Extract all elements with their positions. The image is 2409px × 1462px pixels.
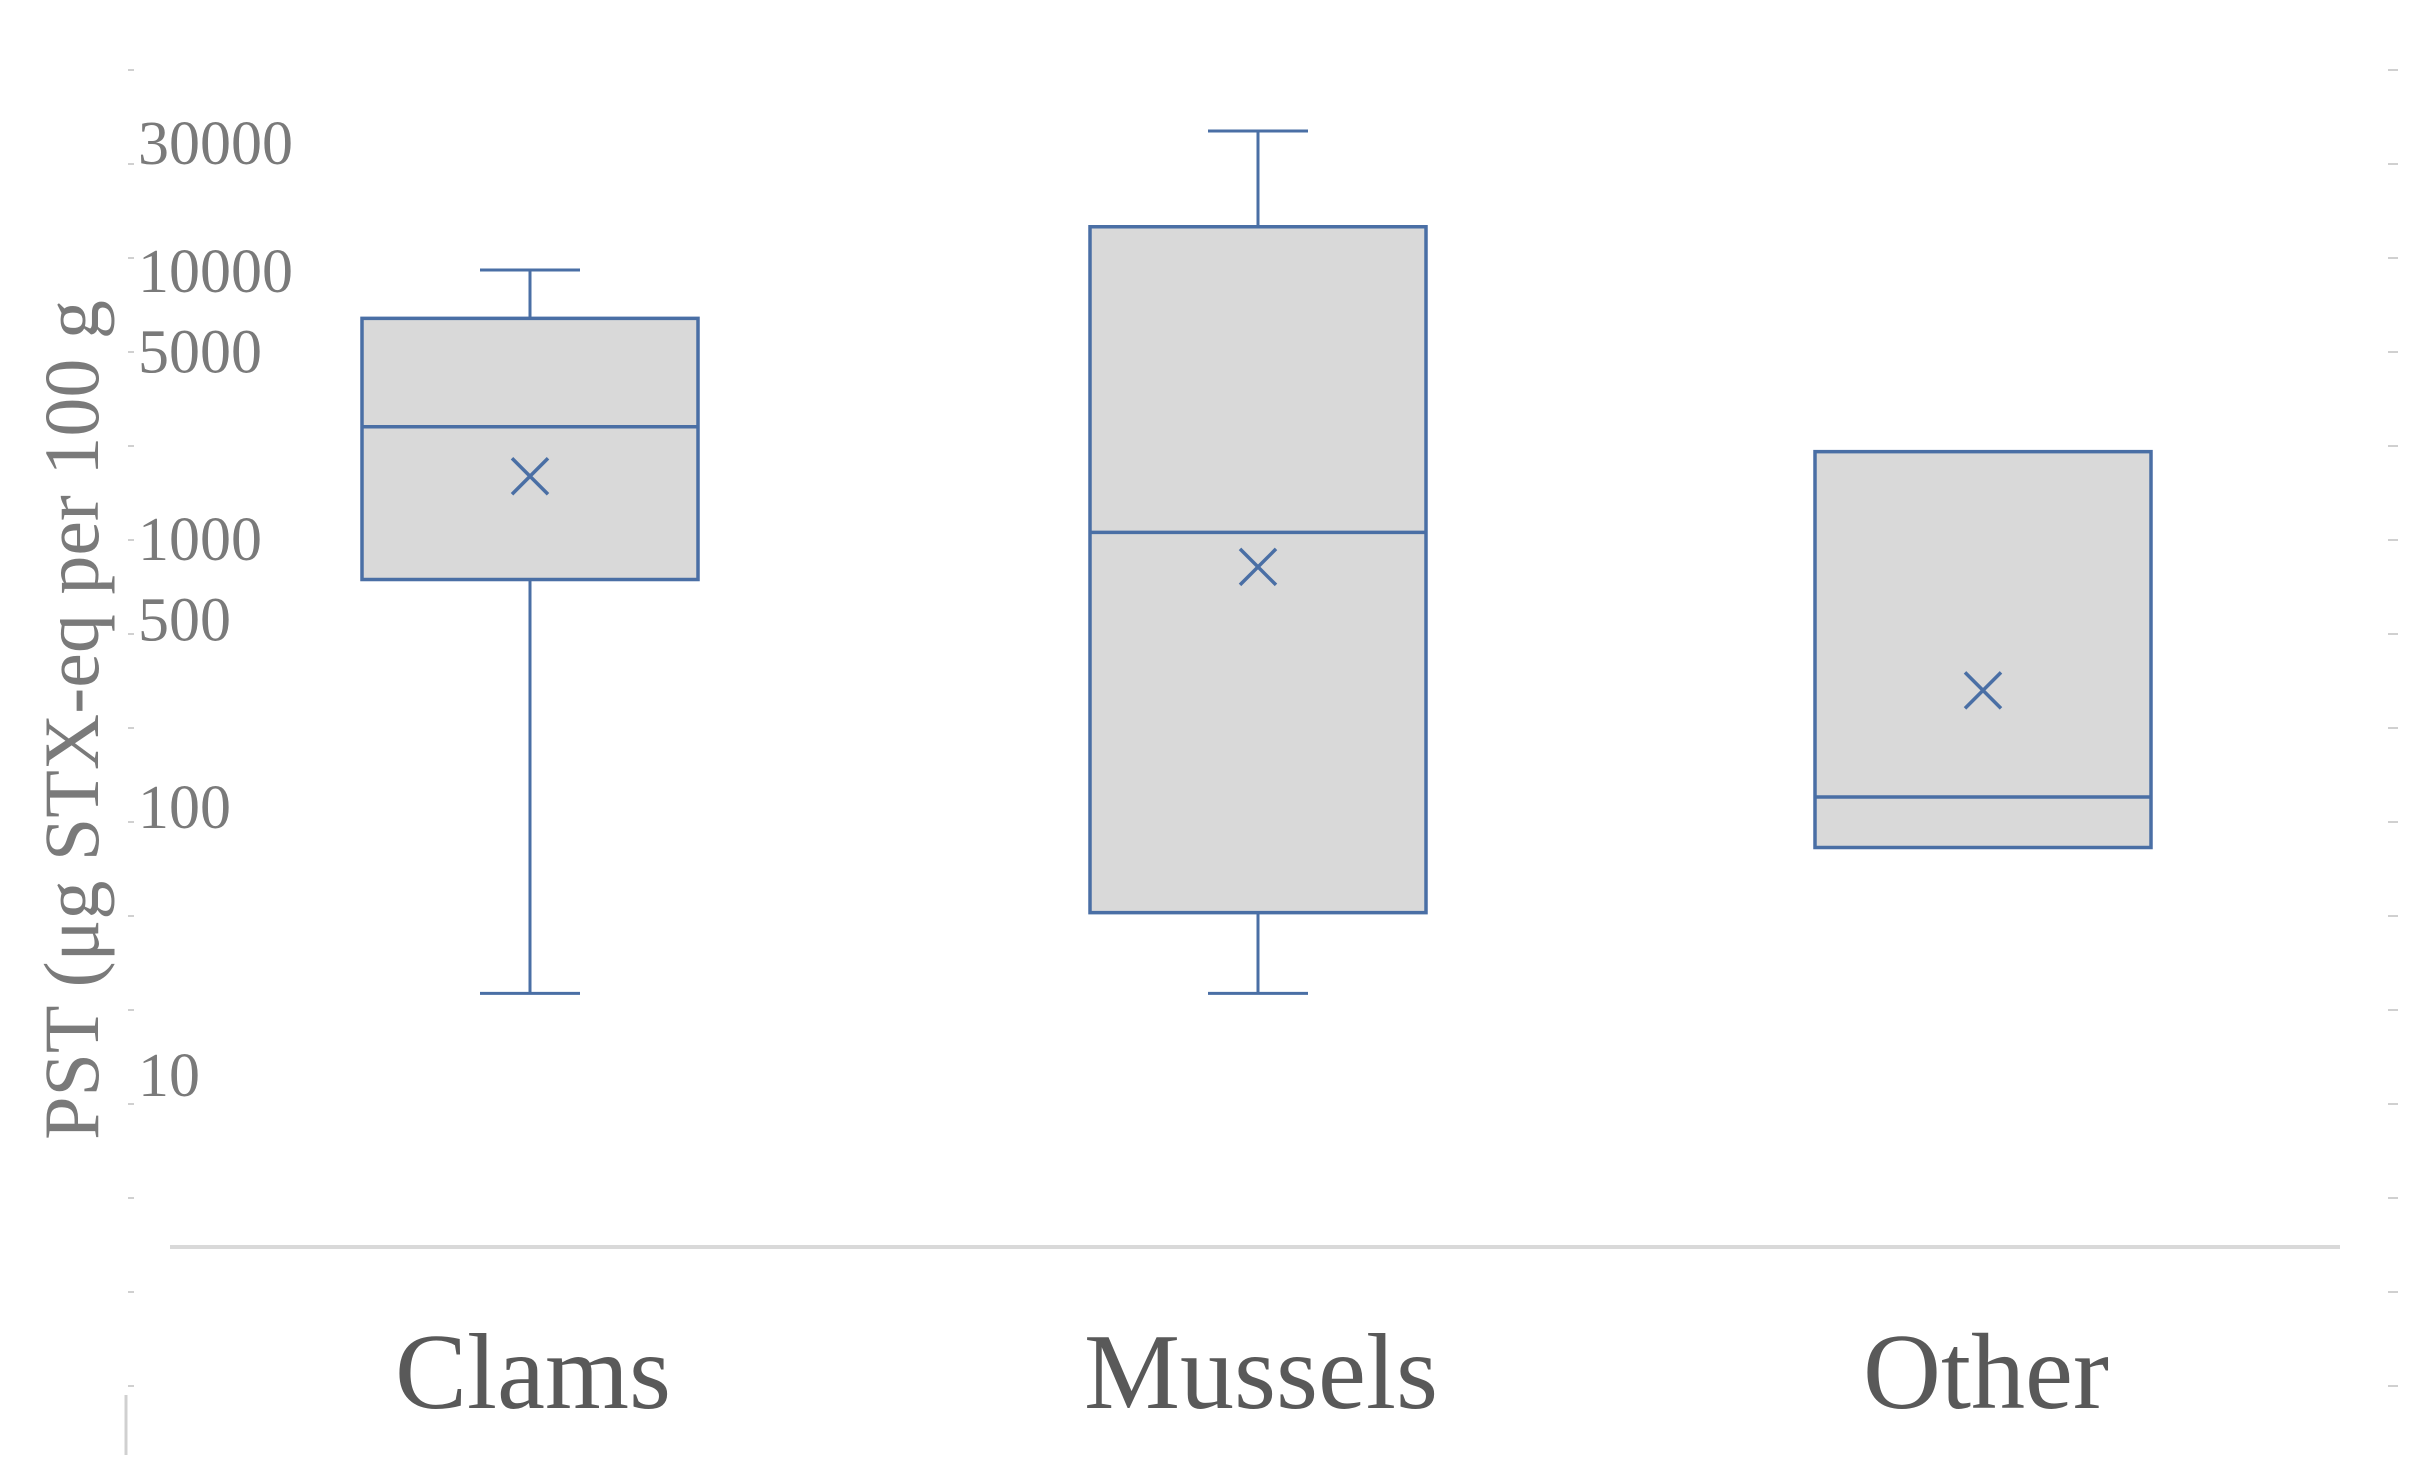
x-axis-category-labels: Clams Mussels Other — [395, 1313, 2109, 1432]
y-tick-label: 100 — [138, 774, 231, 842]
category-label: Other — [1863, 1313, 2109, 1432]
category-label: Mussels — [1084, 1313, 1438, 1432]
plot-area-edge-ticks — [124, 69, 2398, 1455]
mean-marker — [510, 457, 550, 496]
category-label: Clams — [395, 1313, 671, 1432]
box-other — [1813, 449, 2153, 850]
y-axis-title: PST (μg STX-eq per 100 g — [28, 300, 115, 1140]
y-tick-label: 10 — [138, 1042, 200, 1110]
y-tick-label: 10000 — [138, 238, 293, 306]
y-axis-tick-labels: 10 100 500 1000 5000 10000 30000 — [138, 110, 293, 1110]
y-tick-label: 30000 — [138, 110, 293, 178]
y-tick-label: 5000 — [138, 319, 262, 387]
box-clams — [360, 268, 700, 995]
iqr-box — [360, 316, 700, 582]
y-tick-label: 1000 — [138, 506, 262, 574]
mean-marker — [1963, 671, 2003, 710]
iqr-box — [1088, 225, 1428, 915]
y-tick-label: 500 — [138, 587, 231, 655]
mean-marker — [1238, 547, 1278, 587]
iqr-box — [1813, 449, 2153, 850]
box-series — [360, 129, 2153, 995]
box-mussels — [1088, 129, 1428, 995]
